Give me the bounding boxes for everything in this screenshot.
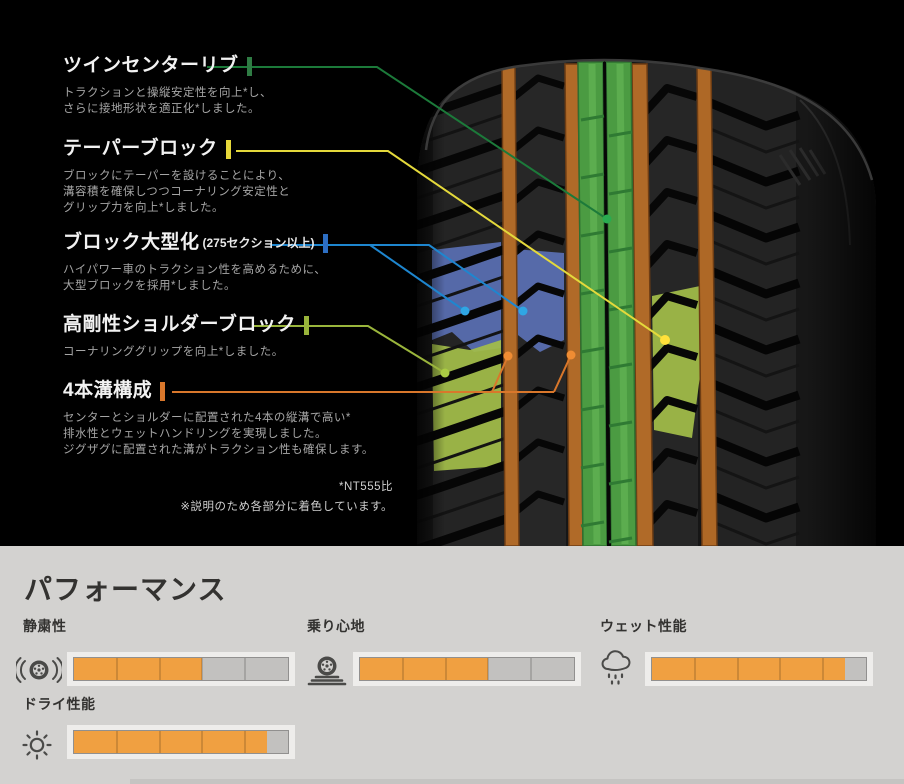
comfort-icon — [307, 656, 347, 686]
feature-title: テーパーブロック — [63, 139, 290, 159]
feature-title-suffix: (275セクション以上) — [202, 236, 315, 250]
feature-twin-center-rib: ツインセンターリブ トラクションと操縦安定性を向上*し、 さらに接地形状を適正化… — [63, 56, 272, 117]
rating-bar-quietness — [67, 652, 295, 686]
feature-description-line: 排水性とウェットハンドリングを実現しました。 — [63, 428, 327, 440]
feature-description-line: さらに接地形状を適正化*しました。 — [63, 103, 260, 115]
feature-title: ツインセンターリブ — [63, 56, 272, 76]
feature-description-line: センターとショルダーに配置された4本の縦溝で高い* — [63, 412, 351, 424]
feature-title: 高剛性ショルダーブロック — [63, 315, 309, 335]
callout-lines — [172, 66, 670, 393]
feature-description-line: コーナリンググリップを向上*しました。 — [63, 346, 284, 358]
metric-label-dry: ドライ性能 — [23, 696, 96, 712]
rating-bar-dry — [67, 725, 295, 759]
feature-title: 4本溝構成 — [63, 381, 374, 401]
feature-description-line: グリップ力を向上*しました。 — [63, 202, 224, 214]
callout-marker — [160, 381, 166, 401]
metric-label-quietness: 静粛性 — [23, 618, 67, 634]
metric-label-wet: ウェット性能 — [600, 618, 687, 634]
feature-title-text: 4本溝構成 — [63, 380, 153, 401]
feature-description-line: ハイパワー車のトラクション性を高めるために、 — [63, 264, 327, 276]
feature-description-line: ブロックにテーパーを設けることにより、 — [63, 170, 291, 182]
feature-title: ブロック大型化 (275セクション以上) — [63, 233, 328, 253]
footnotes: *NT555比 ※説明のため各部分に着色しています。 — [63, 477, 393, 517]
feature-title-text: ツインセンターリブ — [63, 55, 239, 76]
dry-icon — [22, 730, 52, 760]
footnote-comparison: *NT555比 — [339, 481, 393, 493]
rating-meter — [73, 730, 289, 754]
rating-bar-wet — [645, 652, 873, 686]
feature-title-text: ブロック大型化 — [63, 232, 200, 253]
callout-marker — [303, 315, 309, 335]
feature-four-grooves: 4本溝構成 センターとショルダーに配置された4本の縦溝で高い* 排水性とウェット… — [63, 381, 374, 458]
callout-marker — [246, 56, 252, 76]
rating-meter — [651, 657, 867, 681]
footnote-coloring: ※説明のため各部分に着色しています。 — [180, 501, 393, 513]
performance-section: パフォーマンス 静粛性 乗り心地 — [0, 546, 904, 784]
performance-title: パフォーマンス — [24, 574, 227, 605]
section-divider — [130, 779, 904, 784]
callout-marker — [322, 233, 328, 253]
noise-icon — [16, 657, 62, 683]
rating-meter — [359, 657, 575, 681]
callout-marker — [225, 139, 231, 159]
rating-bar-comfort — [353, 652, 581, 686]
feature-title-text: テーパーブロック — [63, 138, 218, 159]
rating-meter — [73, 657, 289, 681]
feature-title-text: 高剛性ショルダーブロック — [63, 314, 296, 335]
feature-large-blocks: ブロック大型化 (275セクション以上) ハイパワー車のトラクション性を高めるた… — [63, 233, 328, 294]
wet-icon — [601, 650, 631, 685]
feature-description-line: トラクションと操縦安定性を向上*し、 — [63, 87, 272, 99]
feature-rigid-shoulder-block: 高剛性ショルダーブロック コーナリンググリップを向上*しました。 — [63, 315, 309, 360]
feature-description-line: ジグザグに配置された溝がトラクション性も確保します。 — [63, 444, 374, 456]
feature-description-line: 大型ブロックを採用*しました。 — [63, 280, 236, 292]
feature-description-line: 溝容積を確保しつつコーナリング安定性と — [63, 186, 291, 198]
tire-tread-illustration — [172, 58, 876, 546]
feature-taper-block: テーパーブロック ブロックにテーパーを設けることにより、 溝容積を確保しつつコー… — [63, 139, 290, 216]
metric-label-comfort: 乗り心地 — [307, 618, 365, 634]
